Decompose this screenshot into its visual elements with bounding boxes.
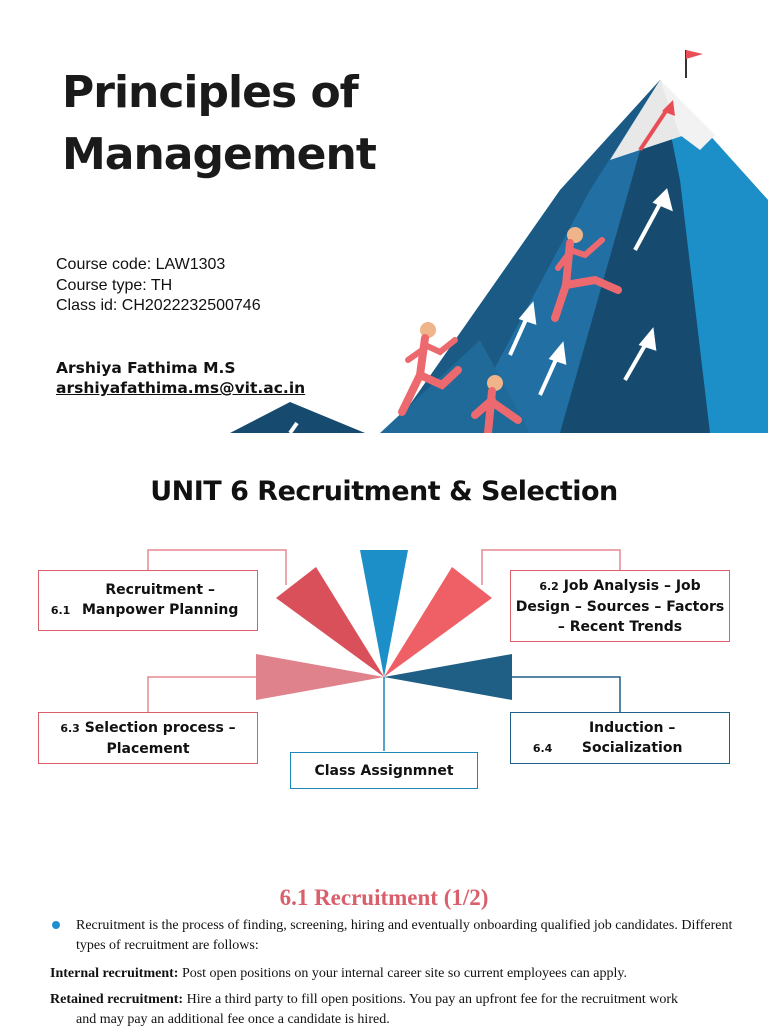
title-line-1: Principles of (62, 67, 359, 118)
topic-label: Recruitment – Manpower Planning (81, 582, 239, 618)
course-info: Course code: LAW1303 Course type: TH Cla… (56, 255, 261, 317)
retained-text: Hire a third party to fill open position… (183, 992, 679, 1007)
mountain-climbers-illustration (230, 50, 768, 433)
topic-number: 6.4 (532, 741, 553, 755)
topic-number: 6.2 (539, 579, 559, 593)
climber-figure (398, 322, 462, 416)
topic-box-6-1: 6.1 Recruitment – Manpower Planning (38, 570, 258, 631)
retained-label: Retained recruitment: (50, 992, 184, 1007)
retained-recruitment-paragraph: Retained recruitment: Hire a third party… (50, 990, 740, 1010)
topic-box-6-2: 6.2 Job Analysis – Job Design – Sources … (510, 570, 730, 642)
fan-segment (384, 567, 492, 677)
course-code: Course code: LAW1303 (56, 256, 226, 273)
page-title: Principles of Management (62, 62, 377, 186)
fan-segment (256, 654, 384, 700)
internal-label: Internal recruitment: (50, 966, 179, 981)
climber-figure (551, 227, 622, 322)
retained-continuation: and may pay an additional fee once a can… (76, 1012, 390, 1027)
assignment-label: Class Assignmnet (314, 762, 454, 779)
author-email-link[interactable]: arshiyafathima.ms@vit.ac.in (56, 379, 306, 397)
unit-heading: UNIT 6 Recruitment & Selection (150, 476, 618, 507)
topic-number: 6.3 (60, 721, 80, 735)
bullet-icon (52, 921, 60, 929)
title-line-2: Management (62, 129, 377, 180)
course-type: Course type: TH (56, 276, 173, 294)
fan-segment (384, 654, 512, 700)
class-id: Class id: CH2022232500746 (56, 297, 261, 314)
topic-number: 6.1 (50, 604, 71, 617)
fan-segment (360, 550, 408, 677)
class-assignment-box: Class Assignmnet (290, 752, 478, 789)
arrow-up-icon (288, 188, 673, 433)
topic-box-6-4: 6.4 Induction – Socialization (510, 712, 730, 764)
internal-text: Post open positions on your internal car… (178, 966, 627, 981)
topic-label: Job Analysis – Job Design – Sources – Fa… (515, 577, 725, 635)
topic-label: Induction – Socialization (581, 719, 683, 756)
section-title: 6.1 Recruitment (1/2) (279, 885, 489, 910)
topic-label: Selection process – Placement (84, 719, 236, 757)
internal-recruitment-paragraph: Internal recruitment: Post open position… (50, 964, 740, 984)
author-name: Arshiya Fathima M.S (56, 359, 236, 377)
intro-paragraph: Recruitment is the process of finding, s… (76, 918, 733, 953)
unit-topics-diagram (147, 549, 621, 751)
climber-figure (471, 375, 522, 433)
author-block: Arshiya Fathima M.S arshiyafathima.ms@vi… (56, 358, 305, 398)
fan-segment (276, 567, 384, 677)
topic-box-6-3: 6.3 Selection process – Placement (38, 712, 258, 764)
